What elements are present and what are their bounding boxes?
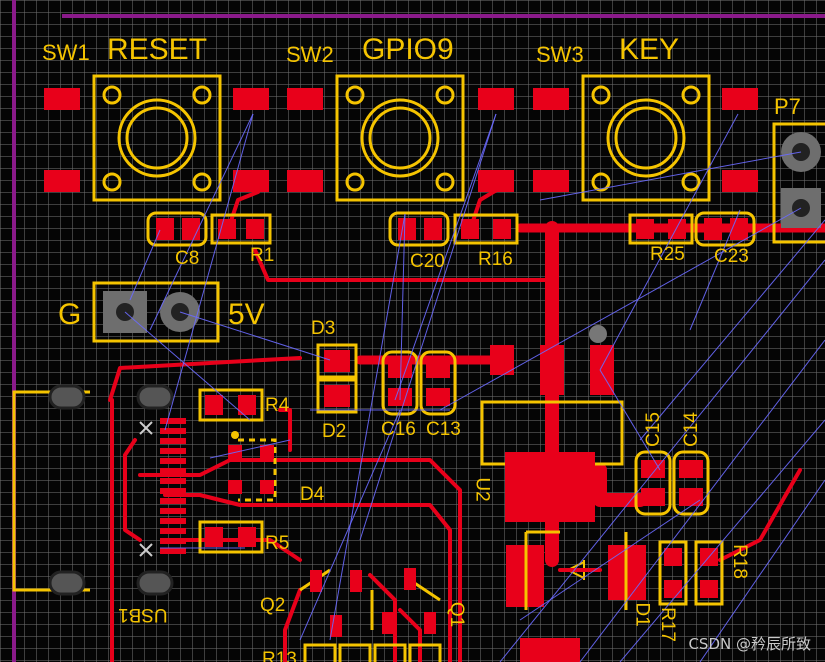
label-r25: R25 <box>650 244 685 265</box>
label-sw1: SW1 <box>42 40 90 65</box>
label-gpio9: GPIO9 <box>362 33 454 66</box>
label-c20: C20 <box>410 251 445 272</box>
label-reset: RESET <box>107 33 208 66</box>
label-q1: Q1 <box>446 601 468 628</box>
regulator-u2[interactable] <box>480 400 646 610</box>
label-c23: C23 <box>714 246 749 267</box>
label-r1: R1 <box>250 245 275 266</box>
label-u2: U2 <box>471 477 493 502</box>
label-p7: P7 <box>774 94 801 119</box>
label-d1: D1 <box>631 602 653 627</box>
label-usb1: USB1 <box>118 604 168 625</box>
switch-sw2[interactable] <box>287 74 514 202</box>
caps-c15-c14 <box>634 450 710 516</box>
label-d2: D2 <box>322 421 347 442</box>
label-c13: C13 <box>426 419 461 440</box>
label-r4: R4 <box>265 395 290 416</box>
label-c16: C16 <box>381 419 416 440</box>
label-sw2: SW2 <box>286 42 334 67</box>
switch-sw3[interactable] <box>533 74 758 202</box>
label-r16: R16 <box>478 249 513 270</box>
label-sw3: SW3 <box>536 42 584 67</box>
power-connector[interactable] <box>92 281 220 343</box>
label-r17: R17 <box>656 607 678 642</box>
label-r13: R13 <box>262 649 297 662</box>
label-c15: C15 <box>642 412 664 447</box>
label-r5: R5 <box>265 533 290 554</box>
smd-row-top <box>146 211 756 247</box>
label-g: G <box>58 298 82 331</box>
label-q2: Q2 <box>260 595 286 616</box>
label-5v: 5V <box>228 298 265 331</box>
label-r18: R18 <box>728 544 750 579</box>
ratsnest-lines <box>124 113 825 662</box>
switch-sw1[interactable] <box>44 74 269 202</box>
transistor-area <box>299 568 580 662</box>
resistors-r18-r17 <box>658 540 724 606</box>
watermark-text: CSDN @矜辰所致 <box>688 635 811 653</box>
usb-connector[interactable] <box>12 384 186 596</box>
usb-support-parts <box>198 388 277 554</box>
label-c14: C14 <box>680 412 702 447</box>
label-d3: D3 <box>311 318 336 339</box>
label-d4: D4 <box>300 484 325 505</box>
header-p7[interactable] <box>772 122 825 244</box>
label-c8: C8 <box>175 248 200 269</box>
label-key: KEY <box>619 33 680 66</box>
